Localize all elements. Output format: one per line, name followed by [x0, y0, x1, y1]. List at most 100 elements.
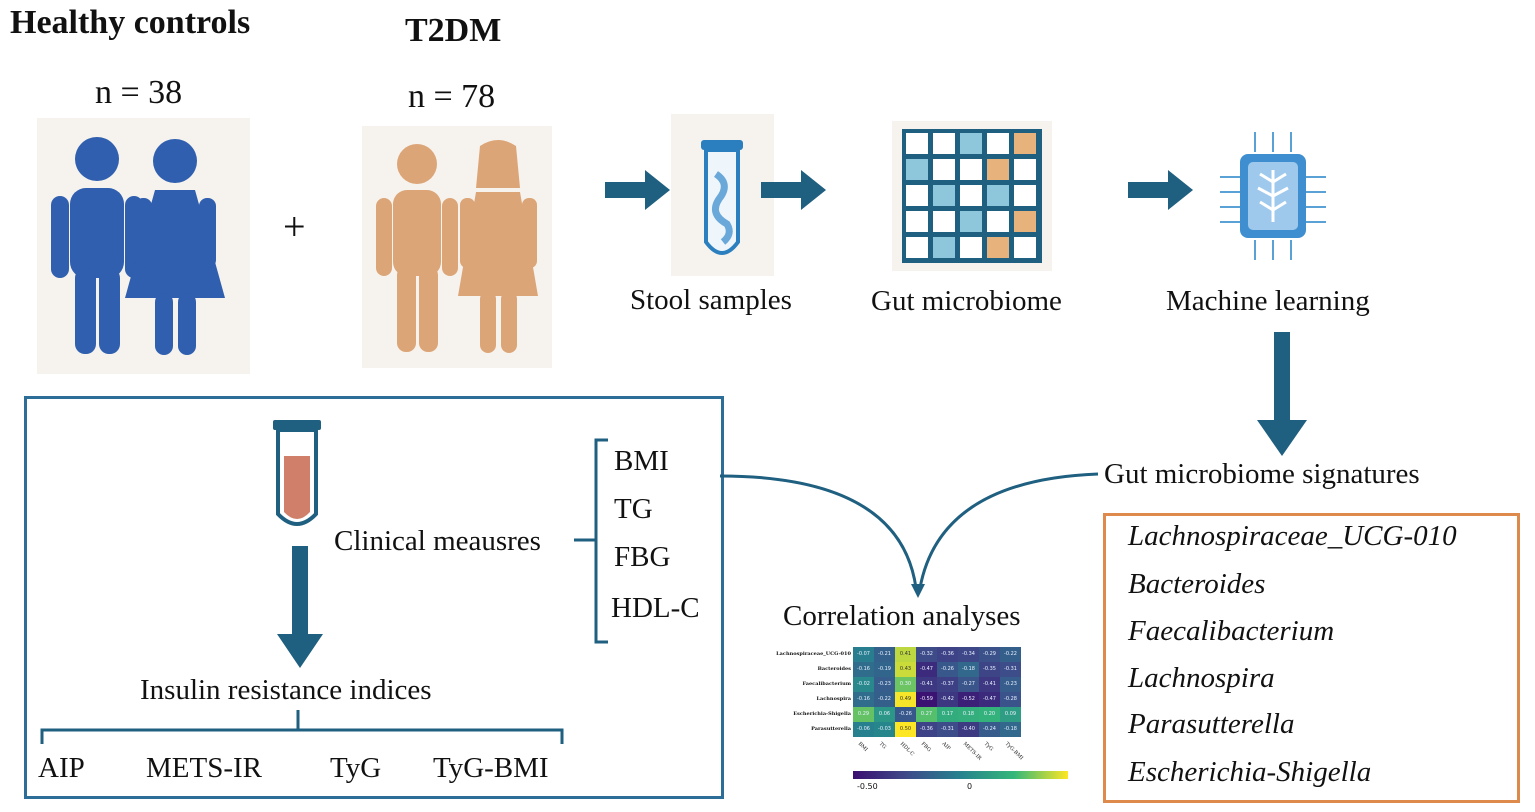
arrow-to-signatures-icon [1257, 332, 1307, 456]
heatmap-cell: 0.43 [895, 662, 916, 677]
heatmap-cell: 0.41 [895, 647, 916, 662]
heatmap-cell: -0.35 [979, 662, 1000, 677]
heatmap-cell: -0.27 [958, 677, 979, 692]
healthy-people-icon [37, 118, 250, 374]
grid-cell [906, 211, 928, 232]
heatmap-col-label: TyG [982, 741, 995, 753]
insulin-index-item: METS-IR [146, 752, 262, 784]
heatmap-cell: -0.22 [1000, 647, 1021, 662]
arrow-to-ml-icon [1128, 170, 1193, 210]
taxon-item: Bacteroides [1128, 568, 1266, 600]
heatmap-cell: -0.47 [916, 662, 937, 677]
insulin-index-item: TyG [330, 752, 382, 784]
gut-microbiome-label: Gut microbiome [871, 285, 1062, 317]
heatmap-cell: -0.31 [937, 722, 958, 737]
grid-cell [1014, 185, 1036, 206]
grid-cell [1014, 159, 1036, 180]
blood-tube-icon [273, 420, 321, 526]
stool-test-tube-icon [671, 114, 774, 276]
heatmap-row-label: Bacteroides [817, 666, 851, 672]
grid-cell [906, 159, 928, 180]
heatmap-cell: 0.27 [916, 707, 937, 722]
heatmap-cell: -0.32 [916, 647, 937, 662]
t2dm-people-icon [362, 126, 552, 368]
heatmap-cell: -0.18 [1000, 722, 1021, 737]
heatmap-cell: -0.37 [937, 677, 958, 692]
taxon-item: Faecalibacterium [1128, 615, 1335, 647]
microbiome-grid-graphic [902, 129, 1042, 263]
grid-cell [960, 211, 982, 232]
healthy-controls-title: Healthy controls [10, 4, 251, 41]
heatmap-row-label: Lachnospira [816, 696, 852, 702]
converging-arrows-icon [719, 472, 1099, 598]
heatmap-cell: -0.47 [979, 692, 1000, 707]
grid-cell [987, 159, 1009, 180]
heatmap-row-label: Faecalibacterium [802, 681, 851, 687]
heatmap-cell: -0.03 [874, 722, 895, 737]
heatmap-row-label: Parasutterella [811, 726, 851, 732]
grid-cell [987, 185, 1009, 206]
arrow-to-insulin-icon [277, 546, 323, 668]
insulin-index-item: TyG-BMI [433, 752, 549, 784]
grid-cell [960, 159, 982, 180]
grid-cell [906, 133, 928, 154]
grid-cell [960, 237, 982, 258]
heatmap-cell: -0.19 [874, 662, 895, 677]
colorscale-zero-label: 0 [967, 782, 973, 791]
heatmap-cell: -0.02 [853, 677, 874, 692]
heatmap-col-label: AIP [940, 741, 952, 752]
heatmap-cell: -0.42 [937, 692, 958, 707]
heatmap-cell: -0.34 [958, 647, 979, 662]
heatmap-cell: -0.40 [958, 722, 979, 737]
grid-cell [906, 237, 928, 258]
grid-cell [906, 185, 928, 206]
stool-samples-label: Stool samples [630, 284, 792, 316]
heatmap-cell: 0.09 [1000, 707, 1021, 722]
insulin-bracket-icon [40, 710, 564, 744]
heatmap-cell: 0.49 [895, 692, 916, 707]
heatmap-cell: -0.06 [853, 722, 874, 737]
heatmap-cell: -0.16 [853, 692, 874, 707]
grid-cell [960, 133, 982, 154]
heatmap-col-label: TG [877, 741, 888, 751]
heatmap-cell: 0.18 [958, 707, 979, 722]
heatmap-col-label: BMI [856, 741, 869, 753]
clinical-bracket-icon [574, 438, 608, 644]
grid-cell [1014, 133, 1036, 154]
heatmap-col-label: HDL-C [898, 741, 916, 758]
heatmap-cell: -0.21 [874, 647, 895, 662]
heatmap-cell: -0.52 [958, 692, 979, 707]
heatmap-cell: -0.23 [874, 677, 895, 692]
heatmap-cell: 0.20 [979, 707, 1000, 722]
clinical-measure-item: BMI [614, 445, 669, 477]
grid-cell [987, 211, 1009, 232]
stool-tube-graphic [701, 140, 743, 255]
taxon-item: Lachnospiraceae_UCG-010 [1128, 520, 1457, 552]
clinical-measures-label: Clinical meausres [334, 525, 541, 557]
heatmap-cell: -0.16 [853, 662, 874, 677]
clinical-measure-item: TG [614, 493, 653, 525]
taxon-item: Escherichia-Shigella [1128, 756, 1372, 788]
machine-learning-chip-icon [1220, 132, 1326, 260]
heatmap-cell: -0.59 [916, 692, 937, 707]
heatmap-cell: -0.24 [979, 722, 1000, 737]
healthy-controls-count: n = 38 [95, 74, 183, 111]
heatmap-col-label: TyG-BMI [1003, 741, 1025, 762]
arrow-to-stool-icon [605, 170, 670, 210]
t2dm-people-graphic [376, 140, 538, 353]
heatmap-col-label: METS-IR [961, 741, 983, 762]
plus-sign: + [283, 204, 306, 249]
insulin-index-item: AIP [38, 752, 85, 784]
heatmap-cell: -0.07 [853, 647, 874, 662]
heatmap-cell: -0.22 [874, 692, 895, 707]
clinical-measure-item: FBG [614, 541, 671, 573]
grid-cell [960, 185, 982, 206]
heatmap-cell: -0.41 [916, 677, 937, 692]
heatmap-cell: 0.06 [874, 707, 895, 722]
clinical-box [24, 396, 724, 799]
t2dm-title: T2DM [405, 12, 502, 49]
heatmap-cell: -0.29 [979, 647, 1000, 662]
taxon-item: Parasutterella [1128, 708, 1295, 740]
grid-cell [933, 237, 955, 258]
